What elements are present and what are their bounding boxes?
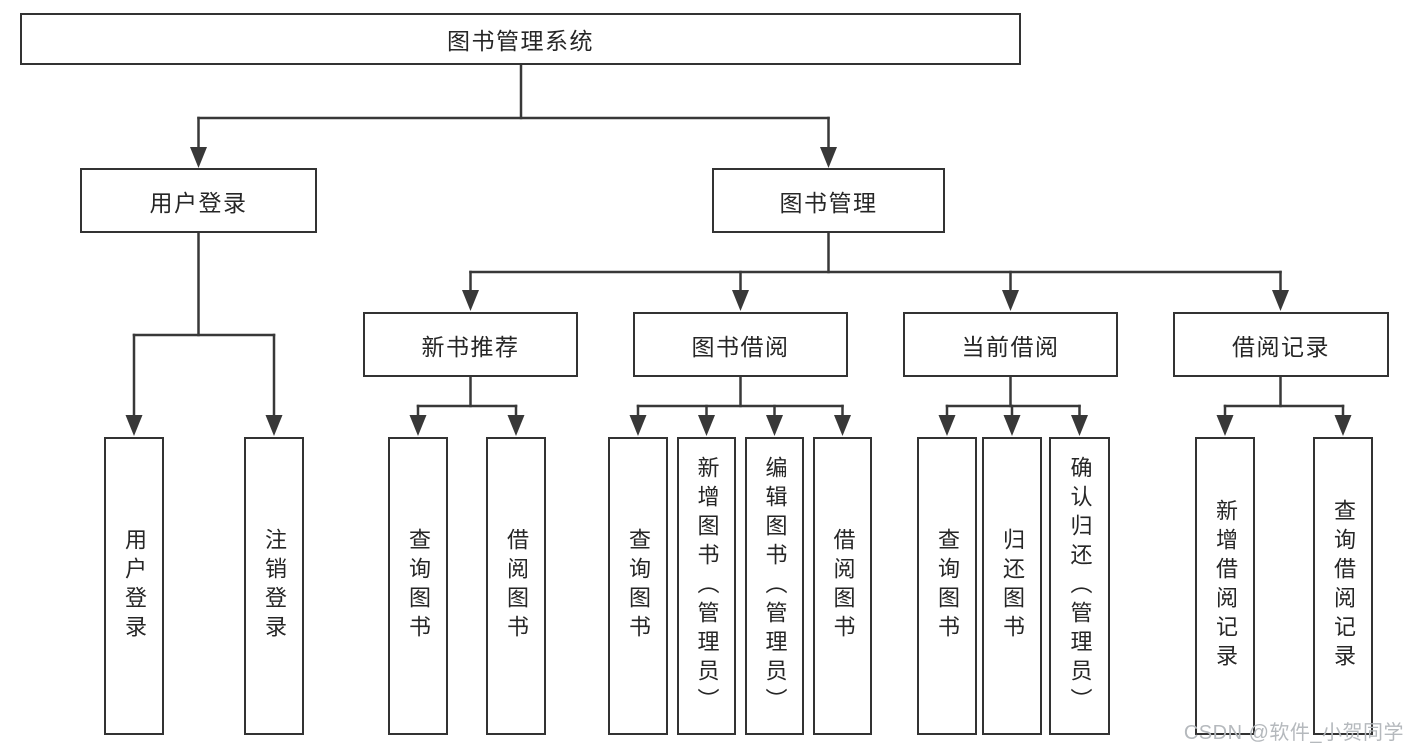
leaf-query-books-borrowing: 查询图书 [608,437,668,735]
leaf-edit-book-admin-label: 编辑图书（管理员） [762,455,788,717]
leaf-add-book-admin: 新增图书（管理员） [677,437,736,735]
leaf-query-borrowing-record-label: 查询借阅记录 [1331,499,1356,673]
leaf-query-books-current: 查询图书 [917,437,977,735]
leaf-add-borrowing-record: 新增借阅记录 [1195,437,1255,735]
csdn-watermark: CSDN @软件_小贺同学 [1183,722,1404,744]
leaf-borrow-books-recommend: 借阅图书 [486,437,546,735]
leaf-confirm-return-admin: 确认归还（管理员） [1049,437,1110,735]
leaf-edit-book-admin: 编辑图书（管理员） [745,437,804,735]
node-borrowing-records: 借阅记录 [1173,312,1389,377]
node-new-book-recommend: 新书推荐 [363,312,578,377]
leaf-borrow-book-label: 借阅图书 [830,528,856,644]
leaf-return-book: 归还图书 [982,437,1042,735]
node-user-login: 用户登录 [80,168,317,233]
leaf-borrow-book: 借阅图书 [813,437,872,735]
leaf-user-login: 用户登录 [104,437,164,735]
leaf-return-book-label: 归还图书 [1000,528,1025,644]
leaf-logout: 注销登录 [244,437,304,735]
leaf-query-books-recommend: 查询图书 [388,437,448,735]
node-book-management: 图书管理 [712,168,945,233]
leaf-user-login-label: 用户登录 [122,528,147,644]
leaf-query-books-borrowing-label: 查询图书 [626,528,651,644]
leaf-query-books-recommend-label: 查询图书 [406,528,431,644]
leaf-add-borrowing-record-label: 新增借阅记录 [1213,499,1238,673]
leaf-query-borrowing-record: 查询借阅记录 [1313,437,1373,735]
leaf-logout-label: 注销登录 [262,528,287,644]
leaf-confirm-return-admin-label: 确认归还（管理员） [1067,455,1093,717]
leaf-add-book-admin-label: 新增图书（管理员） [694,455,720,717]
leaf-borrow-books-recommend-label: 借阅图书 [504,528,529,644]
node-current-borrowing: 当前借阅 [903,312,1118,377]
leaf-query-books-current-label: 查询图书 [935,528,960,644]
node-library-system: 图书管理系统 [20,13,1021,65]
node-book-borrowing: 图书借阅 [633,312,848,377]
